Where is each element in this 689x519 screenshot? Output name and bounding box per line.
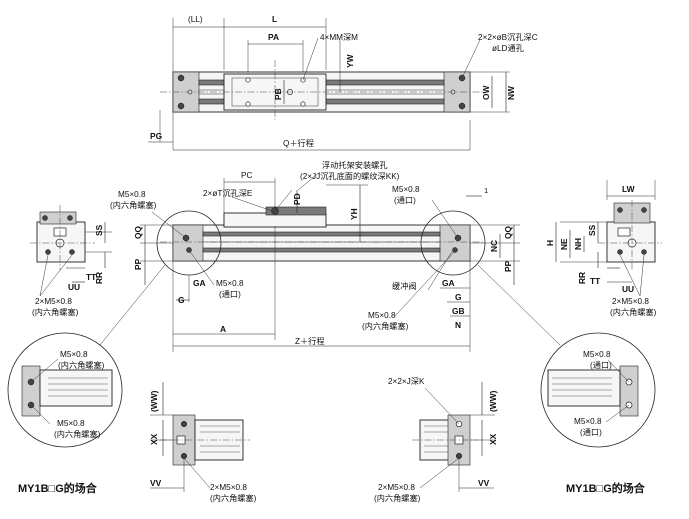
label-a: A [220,324,226,334]
label-det-left-m5-bot: M5×0.8 [57,419,85,428]
label-ss-left: SS [94,224,104,236]
label-g-left: G [178,295,185,305]
label-det-right-m5-top: M5×0.8 [583,350,611,359]
label-hex-br: (内六角螺塞) [374,493,421,503]
label-m5-mid: M5×0.8 [216,279,244,288]
label-pc: PC [241,171,252,180]
label-gb: GB [452,306,465,316]
label-ww-right: (WW) [488,390,498,412]
label-vv-left: VV [150,478,162,488]
label-m5-br: 2×M5×0.8 [378,483,415,492]
label-mm: 4×MM深M [320,33,358,42]
label-nw: NW [506,86,516,100]
label-pg: PG [150,131,162,141]
label-qq-left: QQ [133,225,143,239]
label-tt-right: TT [590,276,601,286]
label-h: H [545,240,555,246]
label-xx-right: XX [488,433,498,445]
label-t-holes: 2×øT沉孔深E [203,189,253,198]
caption-left: MY1B□G的场合 [18,481,98,495]
label-j-holes: 2×2×J深K [388,377,425,386]
left-side-view [30,205,112,297]
right-side-view [555,180,662,297]
label-det-right-m5-bot: M5×0.8 [574,417,602,426]
left-detail-circle [7,332,123,448]
label-z-stroke: Z＋行程 [295,336,325,346]
bottom-right-view [412,382,495,492]
top-view [148,18,510,151]
label-xx-left: XX [149,433,159,445]
right-detail-circle [540,332,656,448]
label-det-left-m5-top: M5×0.8 [60,350,88,359]
label-yh: YH [349,208,359,220]
caption-right: MY1B□G的场合 [566,481,646,495]
label-ow: OW [481,85,491,100]
label-float-sub: (2×JJ沉孔底面的螺纹深KK) [300,171,400,181]
label-yw: YW [345,54,355,68]
label-ll: (LL) [188,15,203,24]
label-m5-port-right: M5×0.8 [392,185,420,194]
label-pp-left: PP [133,258,143,270]
label-det-left-hex-bot: (内六角螺塞) [54,429,101,439]
label-pp-right: PP [503,260,513,272]
label-pa: PA [268,32,279,42]
bottom-left-view [150,382,250,492]
label-uu-right: UU [622,284,634,294]
label-nc: NC [489,240,499,252]
label-dim-1: 1 [484,186,488,195]
label-lw: LW [622,184,635,194]
label-hex-bl: (内六角螺塞) [210,493,257,503]
label-rr-left: RR [94,272,104,284]
label-det-right-port-top: (通口) [590,360,612,370]
label-hex-cushion: (内六角螺塞) [362,321,409,331]
label-pb: PB [273,88,283,100]
label-vv-right: VV [478,478,490,488]
label-pd: PD [292,193,302,205]
label-cushion: 缓冲阀 [392,281,417,291]
label-det-left-hex-top: (内六角螺塞) [58,360,105,370]
label-det-right-port-bot: (通口) [580,427,602,437]
label-m5-2x-left: 2×M5×0.8 [35,297,72,306]
label-ss-right: SS [587,224,597,236]
label-g-right: G [455,292,462,302]
label-float-title: 浮动托架安装螺孔 [322,160,388,170]
label-n: N [455,320,461,330]
label-hex-left: (内六角螺塞) [110,200,157,210]
label-port-right: (通口) [394,195,416,205]
label-ga-right: GA [442,278,455,288]
label-ld-holes: øLD通孔 [492,43,524,53]
label-ga-left: GA [193,278,206,288]
label-ne: NE [559,238,569,250]
label-m5-2x-right: 2×M5×0.8 [612,297,649,306]
label-m5-cushion: M5×0.8 [368,311,396,320]
label-uu-left: UU [68,282,80,292]
label-q-stroke: Q＋行程 [283,138,314,148]
label-nh: NH [573,238,583,250]
label-b-holes: 2×2×øB沉孔深C [478,33,538,42]
front-view [99,171,561,352]
label-ww-left: (WW) [149,390,159,412]
label-m5-left: M5×0.8 [118,190,146,199]
label-m5-bl: 2×M5×0.8 [210,483,247,492]
label-port-mid: (通口) [219,289,241,299]
label-tt-left: TT [86,272,97,282]
label-qq-right: QQ [503,225,513,239]
label-hex-2x-left: (内六角螺塞) [32,307,79,317]
label-l: L [272,14,277,24]
label-rr-right: RR [577,272,587,284]
label-hex-2x-right: (内六角螺塞) [610,307,657,317]
